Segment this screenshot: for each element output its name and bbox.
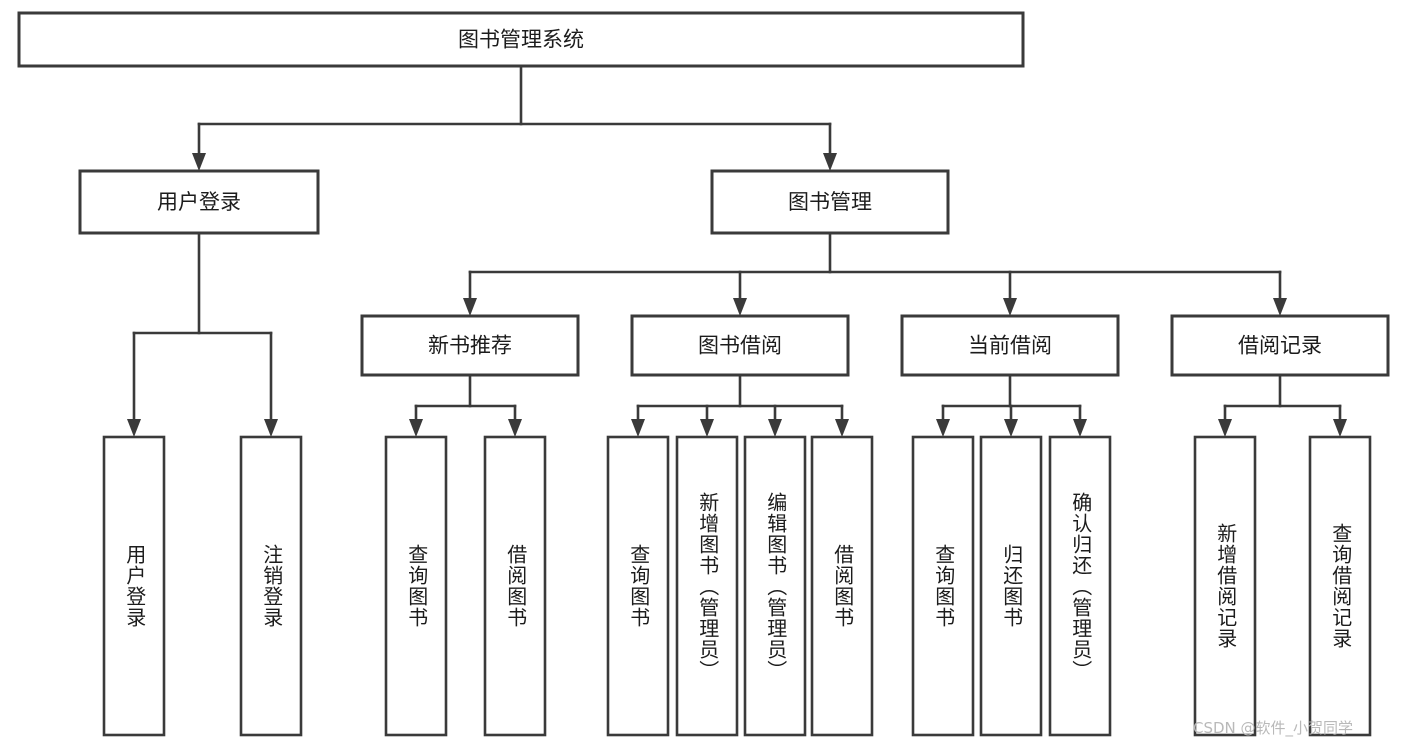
arrow-leaf-return-book bbox=[1004, 419, 1018, 437]
arrow-borrow-record bbox=[1273, 298, 1287, 316]
node-label-book-management: 图书管理 bbox=[788, 190, 872, 214]
node-box-leaf-logout[interactable] bbox=[239, 435, 303, 737]
node-box-book-management[interactable] bbox=[710, 169, 950, 235]
arrow-leaf-borrow-book bbox=[835, 419, 849, 437]
node-box-leaf-add-borrow-record[interactable] bbox=[1193, 435, 1257, 737]
arrow-leaf-add-borrow-record bbox=[1218, 419, 1232, 437]
arrow-leaf-query-book-recommend bbox=[409, 419, 423, 437]
node-box-leaf-query-book-borrow[interactable] bbox=[606, 435, 670, 737]
arrow-heads-layer bbox=[127, 153, 1347, 437]
node-box-leaf-return-book[interactable] bbox=[979, 435, 1043, 737]
node-box-leaf-add-book[interactable] bbox=[675, 435, 739, 737]
node-box-leaf-borrow-book-recommend[interactable] bbox=[483, 435, 547, 737]
arrow-leaf-logout bbox=[264, 419, 278, 437]
node-box-new-book-recommend[interactable] bbox=[360, 314, 580, 377]
node-box-borrow-record[interactable] bbox=[1170, 314, 1390, 377]
arrow-leaf-query-book-current bbox=[936, 419, 950, 437]
node-label-user-login: 用户登录 bbox=[157, 190, 241, 214]
arrow-book-management bbox=[823, 153, 837, 171]
node-box-leaf-user-login[interactable] bbox=[102, 435, 166, 737]
node-label-root: 图书管理系统 bbox=[458, 28, 584, 52]
arrow-user-login bbox=[192, 153, 206, 171]
node-label-borrow-record: 借阅记录 bbox=[1238, 334, 1322, 358]
node-label-new-book-recommend: 新书推荐 bbox=[428, 334, 512, 358]
node-box-root[interactable] bbox=[17, 11, 1025, 68]
arrow-leaf-confirm-return bbox=[1073, 419, 1087, 437]
node-box-current-borrow[interactable] bbox=[900, 314, 1120, 377]
node-box-leaf-query-book-recommend[interactable] bbox=[384, 435, 448, 737]
arrow-leaf-edit-book bbox=[768, 419, 782, 437]
arrow-leaf-borrow-book-recommend bbox=[508, 419, 522, 437]
node-box-leaf-query-book-current[interactable] bbox=[911, 435, 975, 737]
node-box-user-login[interactable] bbox=[78, 169, 320, 235]
arrow-leaf-query-borrow-record bbox=[1333, 419, 1347, 437]
node-label-current-borrow: 当前借阅 bbox=[968, 334, 1052, 358]
arrow-leaf-add-book bbox=[700, 419, 714, 437]
arrow-new-book-recommend bbox=[463, 298, 477, 316]
node-box-leaf-edit-book[interactable] bbox=[743, 435, 807, 737]
arrow-leaf-user-login bbox=[127, 419, 141, 437]
watermark: CSDN @软件_小贺同学 bbox=[1193, 719, 1354, 737]
node-box-leaf-query-borrow-record[interactable] bbox=[1308, 435, 1372, 737]
node-boxes-layer bbox=[17, 11, 1390, 737]
arrow-leaf-query-book-borrow bbox=[631, 419, 645, 437]
node-box-leaf-borrow-book[interactable] bbox=[810, 435, 874, 737]
node-box-leaf-confirm-return[interactable] bbox=[1048, 435, 1112, 737]
arrow-book-borrow bbox=[733, 298, 747, 316]
arrow-current-borrow bbox=[1003, 298, 1017, 316]
node-box-book-borrow[interactable] bbox=[630, 314, 850, 377]
node-label-book-borrow: 图书借阅 bbox=[698, 334, 782, 358]
